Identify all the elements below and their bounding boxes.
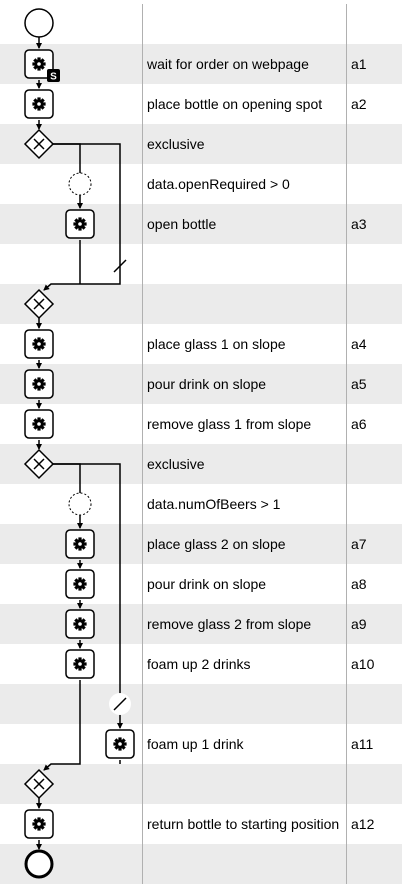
row-stripe <box>0 364 402 404</box>
row-label: exclusive <box>147 456 205 472</box>
row-id: a12 <box>351 816 375 832</box>
gear-icon <box>73 537 87 551</box>
row-stripe <box>0 684 402 724</box>
gear-icon <box>73 657 87 671</box>
condition-marker <box>68 172 92 196</box>
service-marker-icon <box>47 69 60 82</box>
row-id: a2 <box>351 96 367 112</box>
row-id: a4 <box>351 336 367 352</box>
gear-icon <box>113 737 127 751</box>
end-event[interactable] <box>24 849 54 879</box>
gear-icon <box>32 377 46 391</box>
task-a5[interactable] <box>24 369 54 399</box>
row-label: exclusive <box>147 136 205 152</box>
row-label: foam up 2 drinks <box>147 656 251 672</box>
task-a1[interactable]: S <box>24 49 60 83</box>
row-id: a5 <box>351 376 367 392</box>
gear-icon <box>73 617 87 631</box>
task-a9[interactable] <box>65 609 95 639</box>
row-stripe <box>0 284 402 324</box>
row-id: a10 <box>351 656 375 672</box>
row-label: data.openRequired > 0 <box>147 176 290 192</box>
gear-icon <box>32 97 46 111</box>
row-label: pour drink on slope <box>147 576 267 592</box>
row-id: a1 <box>351 56 367 72</box>
default-flow-marker <box>113 259 127 273</box>
gear-icon <box>32 817 46 831</box>
gateway-join-2[interactable] <box>23 768 55 800</box>
gateway-split-1[interactable] <box>23 128 55 160</box>
row-label: place glass 1 on slope <box>147 336 286 352</box>
row-label: open bottle <box>147 216 217 232</box>
row-id: a9 <box>351 616 367 632</box>
gear-icon <box>32 57 46 71</box>
row-label: return bottle to starting position <box>147 816 340 832</box>
task-a10[interactable] <box>65 649 95 679</box>
row-id: a7 <box>351 536 367 552</box>
row-stripes <box>0 44 402 884</box>
gear-icon <box>32 337 46 351</box>
gear-icon <box>73 577 87 591</box>
task-a3[interactable] <box>65 209 95 239</box>
task-a11[interactable] <box>105 729 135 759</box>
row-id: a6 <box>351 416 367 432</box>
service-marker-letter: S <box>50 72 57 83</box>
row-stripe <box>0 764 402 804</box>
gateway-join-1[interactable] <box>23 288 55 320</box>
condition-marker <box>68 492 92 516</box>
row-id: a8 <box>351 576 367 592</box>
task-a8[interactable] <box>65 569 95 599</box>
gateway-x-icon <box>33 458 45 470</box>
task-a2[interactable] <box>24 89 54 119</box>
gateway-x-icon <box>33 298 45 310</box>
default-flow-marker <box>113 697 127 711</box>
row-label: wait for order on webpage <box>147 56 309 72</box>
task-a4[interactable] <box>24 329 54 359</box>
row-label: place glass 2 on slope <box>147 536 286 552</box>
row-id: a3 <box>351 216 367 232</box>
start-event[interactable] <box>24 8 54 38</box>
gateway-x-icon <box>33 138 45 150</box>
gear-icon <box>32 417 46 431</box>
task-a6[interactable] <box>24 409 54 439</box>
gear-icon <box>73 217 87 231</box>
row-label: foam up 1 drink <box>147 736 244 752</box>
row-label: pour drink on slope <box>147 376 267 392</box>
row-stripe <box>0 844 402 884</box>
gateway-split-2[interactable] <box>23 448 55 480</box>
row-id: a11 <box>351 736 374 752</box>
task-a7[interactable] <box>65 529 95 559</box>
row-label: remove glass 2 from slope <box>147 616 312 632</box>
task-a12[interactable] <box>24 809 54 839</box>
row-label: place bottle on opening spot <box>147 96 323 112</box>
row-label: remove glass 1 from slope <box>147 416 312 432</box>
row-stripe <box>0 44 402 84</box>
gateway-x-icon <box>33 778 45 790</box>
row-label: data.numOfBeers > 1 <box>147 496 281 512</box>
